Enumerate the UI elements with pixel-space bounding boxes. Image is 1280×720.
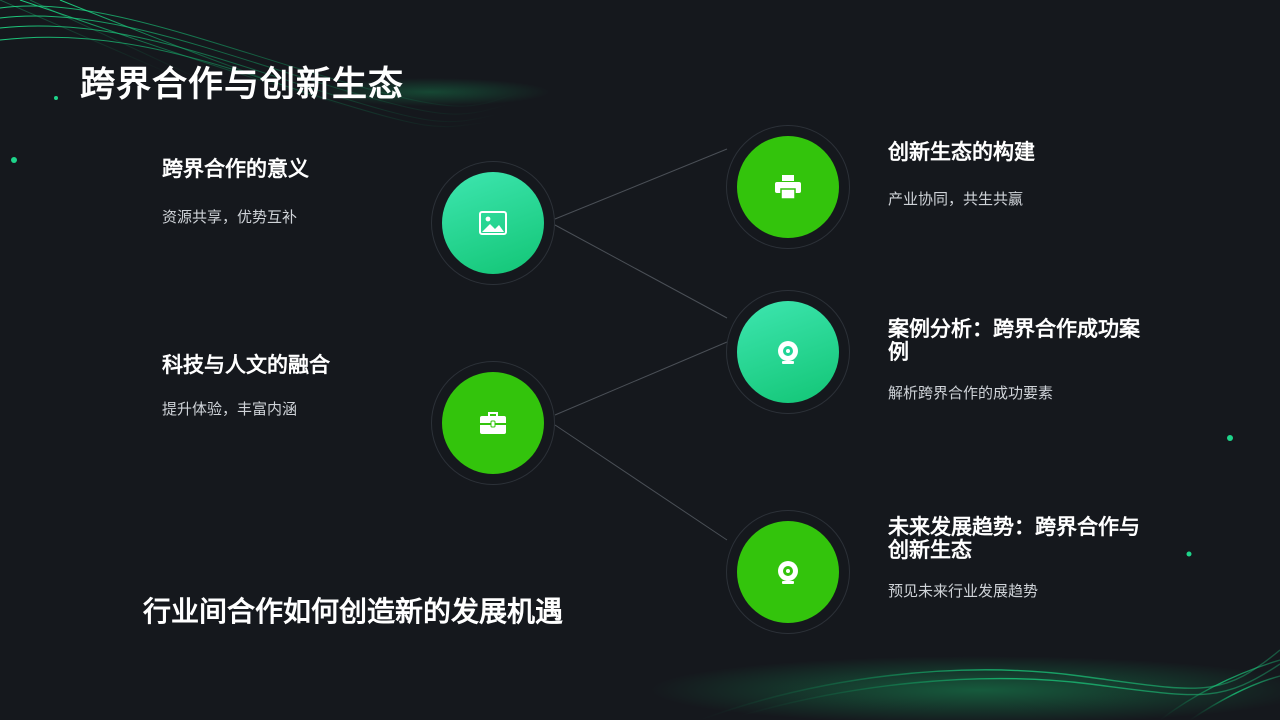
node-meaning [431,161,555,285]
item-desc-case: 解析跨界合作的成功要素 [888,384,1054,402]
item-title-case: 案例分析：跨界合作成功案例 [888,317,1140,364]
item-desc-ecosystem: 产业协同，共生共赢 [888,190,1024,208]
item-title-meaning: 跨界合作的意义 [162,157,309,181]
node-fusion-circle [442,372,544,474]
node-meaning-circle [442,172,544,274]
printer-icon [774,174,802,200]
item-title-future: 未来发展趋势：跨界合作与创新生态 [888,515,1140,562]
node-future [726,510,850,634]
slide-subtitle: 行业间合作如何创造新的发展机遇 [143,595,564,628]
item-desc-fusion: 提升体验，丰富内涵 [162,400,298,418]
node-case [726,290,850,414]
item-desc-meaning: 资源共享，优势互补 [162,208,298,226]
node-future-circle [737,521,839,623]
node-ecosystem-circle [737,136,839,238]
item-title-ecosystem: 创新生态的构建 [888,140,1035,164]
image-icon [479,211,507,235]
item-desc-future: 预见未来行业发展趋势 [888,582,1039,600]
node-ecosystem [726,125,850,249]
node-fusion [431,361,555,485]
webcam-icon [775,559,801,585]
node-case-circle [737,301,839,403]
top-left-wave [0,0,521,128]
webcam-icon [775,339,801,365]
bottom-right-wave [699,649,1280,720]
slide-title: 跨界合作与创新生态 [80,65,405,105]
briefcase-icon [479,411,507,435]
item-title-fusion: 科技与人文的融合 [162,353,330,377]
connector-lines [554,148,728,541]
